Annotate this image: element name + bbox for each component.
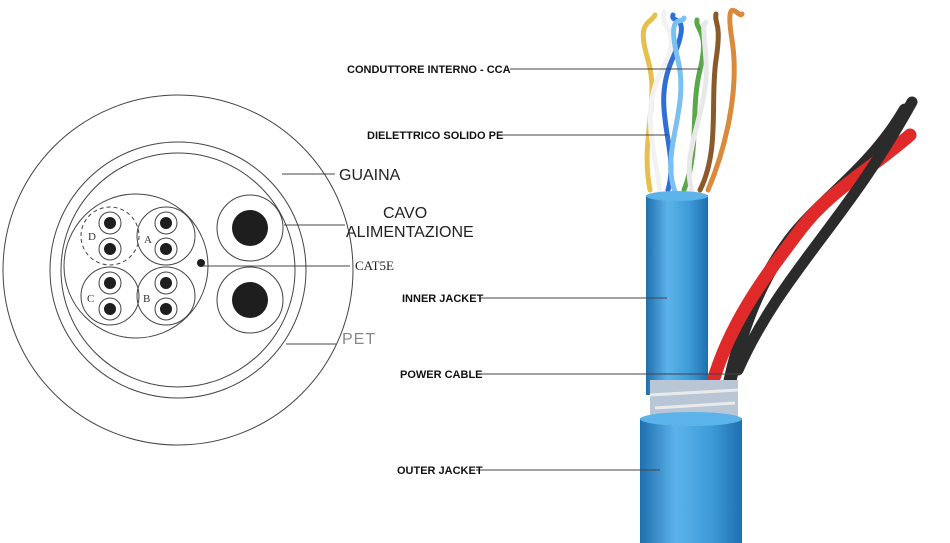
power-cables (705, 96, 918, 397)
guaina-ring (49, 141, 307, 399)
pair-letter-d: D (88, 231, 96, 243)
inner-jacket (646, 195, 708, 395)
cable-photo: CONDUTTORE INTERNO - CCA DIELETTRICO SOL… (347, 8, 918, 543)
conduttore-label: CONDUTTORE INTERNO - CCA (347, 64, 511, 76)
pair-c (80, 266, 140, 326)
pair-d (80, 206, 140, 266)
pet-label: PET (342, 331, 376, 348)
power-cable-lower (216, 266, 284, 334)
cavo-label-line1: CAVO (383, 205, 427, 222)
inner-jacket-label: INNER JACKET (402, 293, 484, 305)
cavo-label-line2: ALIMENTAZIONE (346, 224, 474, 241)
pair-letter-a: A (144, 234, 152, 246)
twisted-pairs (640, 8, 745, 195)
outer-jacket (640, 418, 742, 543)
outer-sheath-ring (2, 94, 354, 446)
pair-letter-b: B (143, 293, 150, 305)
pair-a (136, 206, 196, 266)
power-cable-upper (216, 194, 284, 262)
power-cable-label: POWER CABLE (400, 369, 483, 381)
pet-ring (60, 152, 296, 388)
dielettrico-label: DIELETTRICO SOLIDO PE (367, 130, 503, 142)
outer-jacket-label: OUTER JACKET (397, 465, 483, 477)
guaina-label: GUAINA (339, 167, 401, 184)
drain-wire (197, 259, 205, 267)
cat5e-label: CAT5E (355, 258, 394, 273)
cross-section: D A C B GUAINA CAVO ALIMENTAZIONE CAT5E … (2, 94, 474, 446)
pair-b (136, 266, 196, 326)
pair-letter-c: C (87, 293, 94, 305)
